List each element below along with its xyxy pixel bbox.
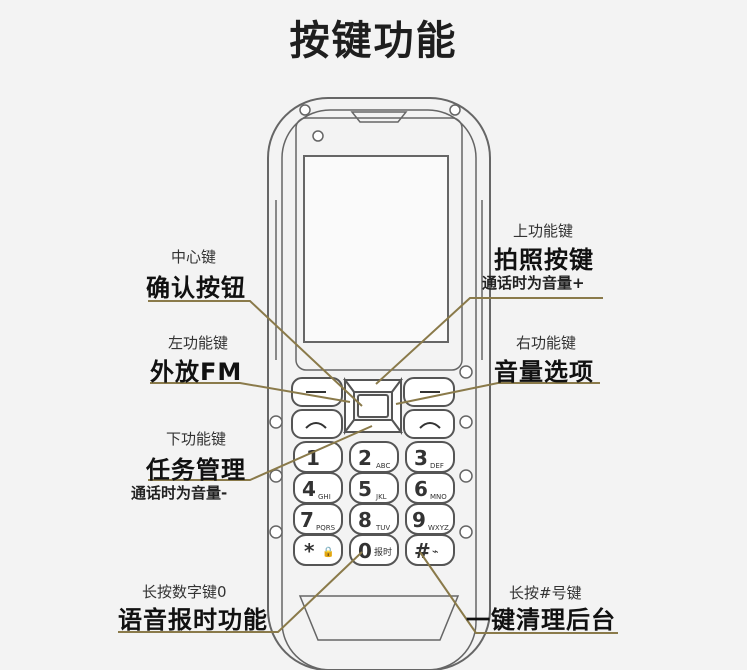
bottom-chin <box>298 595 460 641</box>
page-title: 按键功能 <box>289 18 458 64</box>
center-key-main: 确认按钮 <box>146 274 246 302</box>
key-hash-digit: # <box>414 539 431 563</box>
key-4-letters: GHI <box>318 493 331 501</box>
broom-icon: ⌁ <box>432 545 439 558</box>
screen-bezel <box>295 117 463 371</box>
zero-key-sub: 长按数字键0 <box>142 583 227 601</box>
key-5-letters: JKL <box>375 493 387 501</box>
screws <box>269 104 473 539</box>
key-5-digit: 5 <box>358 477 372 501</box>
nav-down-key <box>343 419 403 433</box>
key-0-letters: 报时 <box>374 546 392 558</box>
left-key-main: 外放FM <box>150 358 243 386</box>
key-6-digit: 6 <box>414 477 428 501</box>
keypad <box>293 441 455 566</box>
down-key-sub: 下功能键 <box>166 430 227 448</box>
up-key-main: 拍照按键 <box>494 246 594 274</box>
right-key-main: 音量选项 <box>494 358 594 386</box>
down-key-main: 任务管理 <box>146 456 246 484</box>
display-screen <box>303 155 449 343</box>
zero-key-main: 语音报时功能 <box>118 606 268 634</box>
hash-key-main: 一键清理后台 <box>466 606 616 634</box>
key-2-letters: ABC <box>376 462 390 470</box>
lock-icon: 🔒 <box>322 546 334 558</box>
key-6-letters: MNO <box>430 493 447 501</box>
phone-outline <box>267 97 491 670</box>
nav-center-key <box>357 394 389 418</box>
down-key-note: 通话时为音量- <box>131 484 228 502</box>
key-7-digit: 7 <box>300 508 314 532</box>
right-key-sub: 右功能键 <box>516 334 577 352</box>
key-8-letters: TUV <box>375 524 390 532</box>
up-key-sub: 上功能键 <box>513 222 574 240</box>
key-3-letters: DEF <box>430 462 444 470</box>
left-key-sub: 左功能键 <box>168 334 229 352</box>
key-star-digit: * <box>304 539 315 563</box>
key-1-digit: 1 <box>306 446 320 470</box>
key-9-letters: WXYZ <box>428 524 449 532</box>
key-9-digit: 9 <box>412 508 426 532</box>
leader-lines <box>118 297 618 634</box>
key-2-digit: 2 <box>358 446 372 470</box>
key-0-digit: 0 <box>358 539 372 563</box>
nav-cluster <box>291 377 455 439</box>
hash-key-sub: 长按#号键 <box>509 584 582 602</box>
speaker-grill <box>350 111 408 123</box>
key-3-digit: 3 <box>414 446 428 470</box>
key-8-digit: 8 <box>358 508 372 532</box>
center-key-sub: 中心键 <box>171 248 217 266</box>
key-4-digit: 4 <box>302 477 316 501</box>
up-key-note: 通话时为音量+ <box>482 274 585 292</box>
key-7-letters: PQRS <box>316 524 336 532</box>
